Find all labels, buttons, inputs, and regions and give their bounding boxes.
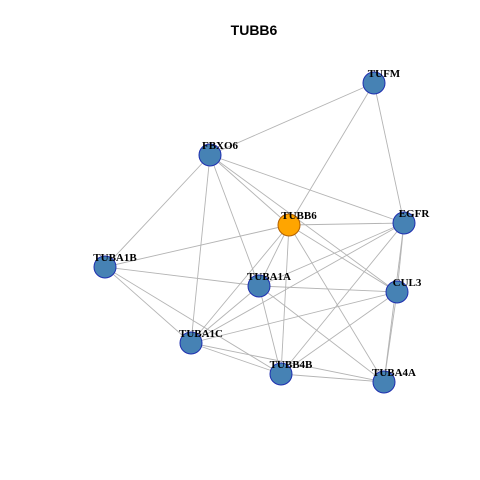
edge-tuba1b-tubb4b (104, 266, 282, 375)
node-label-tufm: TUFM (368, 68, 401, 80)
node-label-tubb6: TUBB6 (281, 210, 317, 222)
node-circle-tubb6 (277, 213, 301, 237)
node-tuba1a: TUBA1A (247, 271, 291, 298)
edge-egfr-tubb4b (280, 222, 405, 375)
edge-cul3-tuba1c (190, 291, 398, 344)
figure-title: TUBB6 (231, 22, 278, 38)
node-tuba4a: TUBA4A (372, 367, 416, 394)
edge-fbxo6-tubb6 (209, 154, 290, 226)
node-label-tuba4a: TUBA4A (372, 367, 416, 379)
edge-fbxo6-tuba1a (209, 154, 260, 287)
edge-tubb6-cul3 (288, 224, 398, 293)
node-circle-tufm (362, 71, 386, 95)
edge-tuba1a-tuba1c (190, 285, 260, 344)
node-circle-tuba1c (179, 331, 203, 355)
edge-tuba1a-cul3 (258, 285, 398, 293)
edge-tubb6-egfr (288, 222, 405, 226)
edge-tufm-tubb6 (288, 82, 375, 226)
edge-fbxo6-tuba1c (190, 154, 211, 344)
edge-tuba1a-tuba4a (258, 285, 385, 383)
node-tubb6: TUBB6 (277, 210, 317, 237)
node-tufm: TUFM (362, 68, 401, 95)
edge-fbxo6-egfr (209, 154, 405, 224)
node-label-tubb4b: TUBB4B (270, 359, 313, 371)
edge-tuba1b-tuba1a (104, 266, 260, 287)
node-label-egfr: EGFR (399, 208, 431, 220)
node-tuba1b: TUBA1B (93, 252, 137, 279)
edge-tufm-egfr (373, 82, 405, 224)
node-circle-tuba4a (372, 370, 396, 394)
edge-tuba1c-tubb4b (190, 342, 282, 375)
edge-egfr-tuba1c (190, 222, 405, 344)
edge-fbxo6-tuba1b (104, 154, 211, 268)
node-egfr: EGFR (392, 208, 431, 235)
node-circle-tuba1a (247, 274, 271, 298)
node-circle-egfr (392, 211, 416, 235)
edge-egfr-tuba1a (258, 222, 405, 287)
edge-tuba1b-tuba1c (104, 266, 192, 344)
node-tuba1c: TUBA1C (179, 328, 223, 355)
edge-cul3-tuba4a (383, 291, 398, 383)
node-circle-cul3 (385, 280, 409, 304)
edge-tubb6-tuba1b (104, 224, 290, 268)
edge-tubb6-tuba4a (288, 224, 385, 383)
node-circle-tuba1b (93, 255, 117, 279)
edge-cul3-tubb4b (280, 291, 398, 375)
node-cul3: CUL3 (385, 277, 422, 304)
node-circle-tubb4b (269, 362, 293, 386)
node-fbxo6: FBXO6 (198, 140, 239, 167)
edge-tubb6-tubb4b (280, 224, 290, 375)
node-label-cul3: CUL3 (393, 277, 422, 289)
edge-tubb4b-tuba4a (280, 373, 385, 383)
edge-tuba1a-tubb4b (258, 285, 282, 375)
node-circle-fbxo6 (198, 143, 222, 167)
edge-tuba1c-tuba4a (190, 342, 385, 383)
node-label-tuba1c: TUBA1C (179, 328, 223, 340)
node-label-tuba1b: TUBA1B (93, 252, 137, 264)
edge-layer (104, 82, 405, 383)
node-label-tuba1a: TUBA1A (247, 271, 291, 283)
edge-tufm-fbxo6 (209, 82, 375, 156)
node-tubb4b: TUBB4B (269, 359, 313, 386)
node-label-fbxo6: FBXO6 (202, 140, 239, 152)
